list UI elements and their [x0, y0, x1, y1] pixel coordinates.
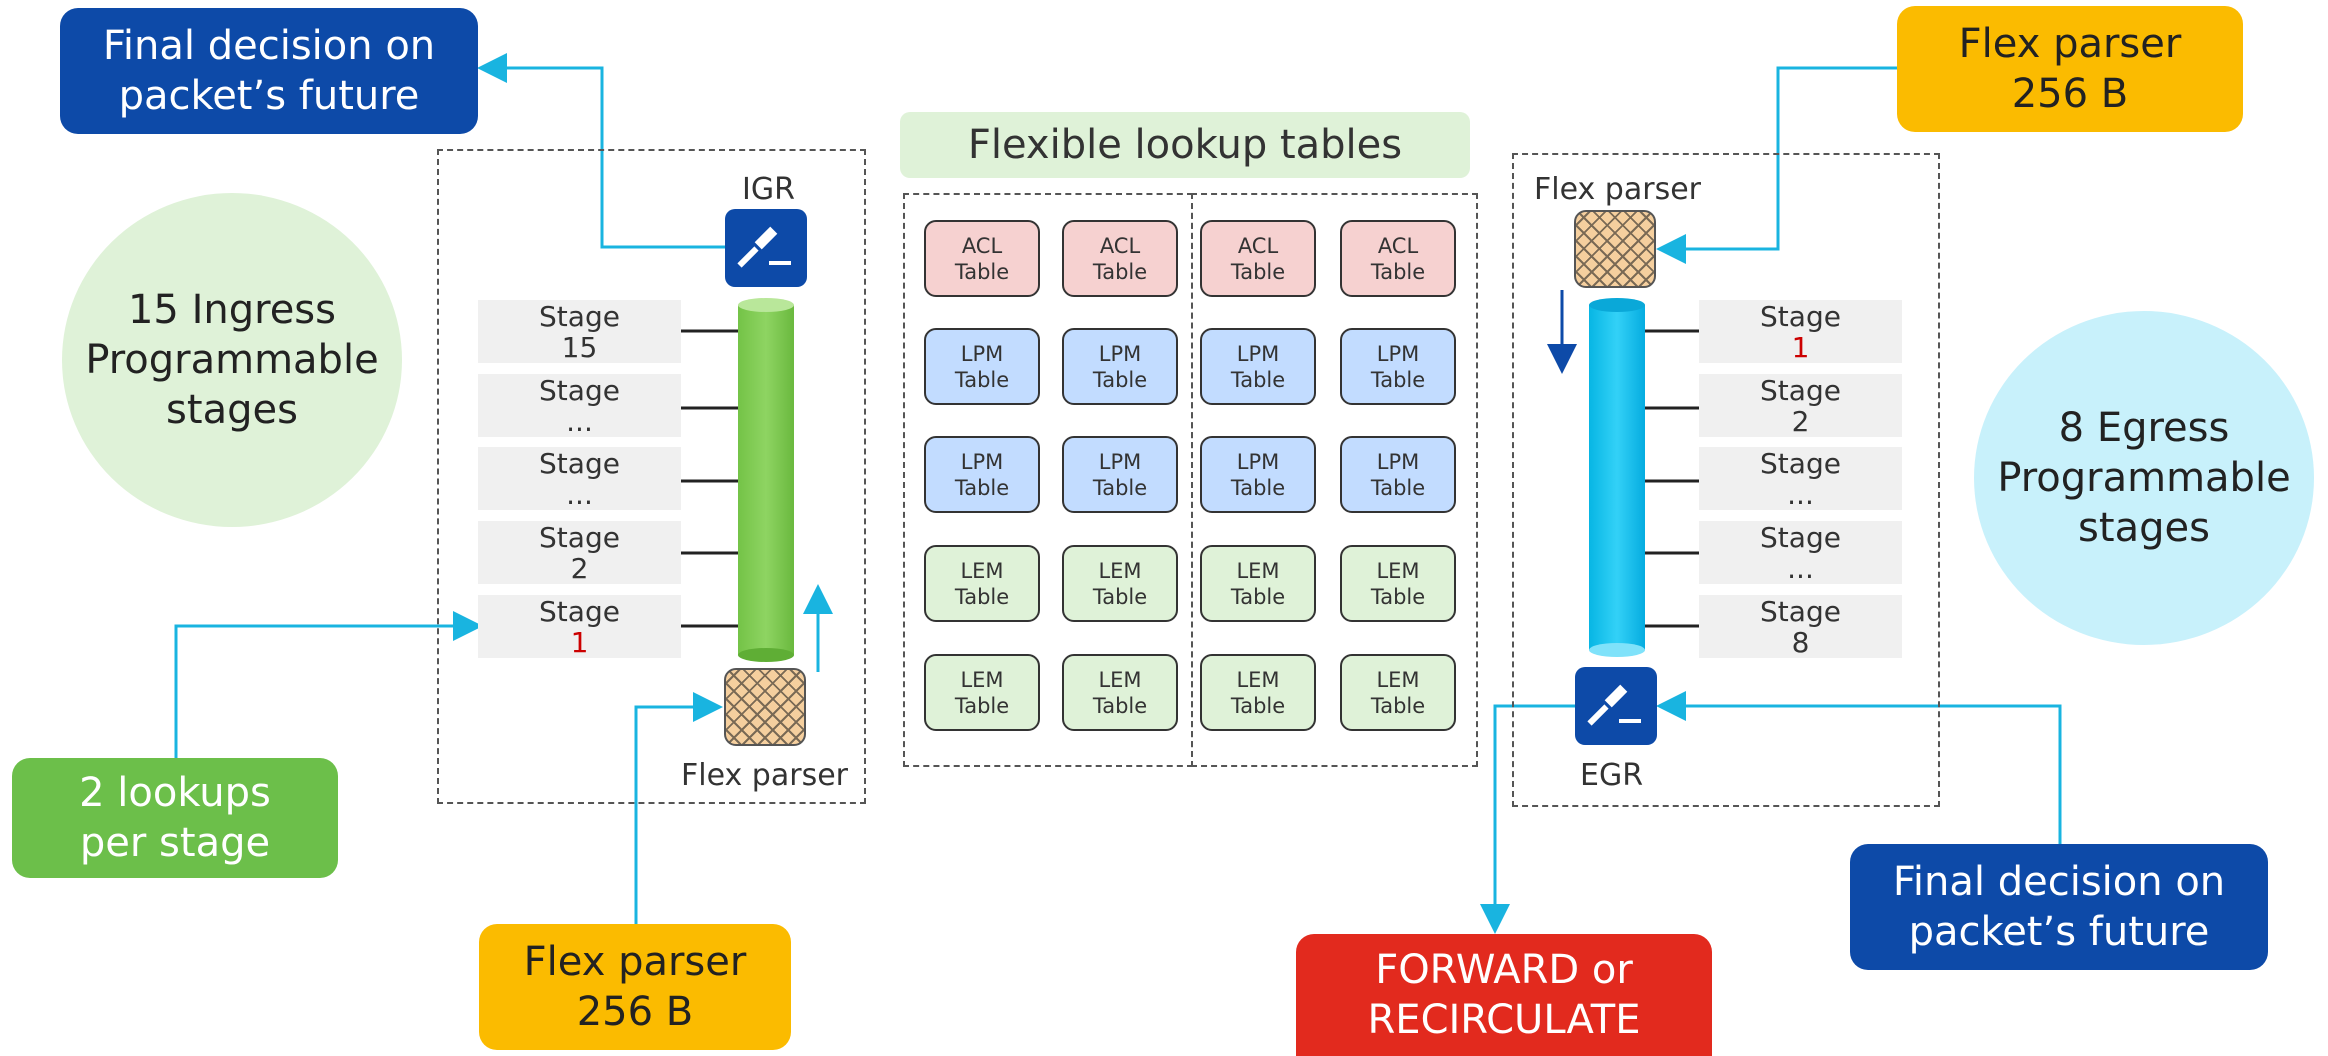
igr-gavel-icon	[725, 209, 807, 287]
lookup-tables-title: Flexible lookup tables	[900, 112, 1470, 178]
egress-stage-connectors	[1645, 329, 1699, 628]
egress-stage: Stage...	[1699, 447, 1902, 510]
wire-lookups	[174, 611, 483, 760]
egress-decision-callout: Final decision on packet’s future	[1850, 844, 2268, 970]
egr-label: EGR	[1580, 758, 1644, 793]
wire-forward	[1480, 704, 1575, 934]
egress-pipeline-box	[1512, 153, 1940, 807]
egress-stage-count: 8	[2058, 405, 2085, 451]
ingress-stage-connectors	[681, 329, 738, 628]
igr-label: IGR	[742, 172, 795, 207]
ingress-stage-count: 15	[127, 287, 179, 333]
ingress-parser-callout: Flex parser 256 B	[479, 924, 791, 1050]
ingress-pipeline-box	[437, 149, 866, 804]
egress-parser-callout: Flex parser 256 B	[1897, 6, 2243, 132]
egress-stage: Stage...	[1699, 521, 1902, 584]
ingress-pipe	[738, 298, 794, 662]
ingress-flex-parser-icon	[724, 668, 806, 746]
forward-callout: FORWARD or RECIRCULATE	[1296, 934, 1712, 1056]
wire-ingress-parser	[634, 692, 723, 926]
wire-igr-decision	[477, 53, 727, 249]
egr-gavel-icon	[1575, 667, 1657, 745]
wire-egr-decision	[1656, 691, 2062, 845]
wire-egress-parser	[1656, 66, 1897, 264]
egress-circle-line3: stages	[2078, 505, 2210, 551]
tables-right-box	[1191, 193, 1478, 767]
ingress-decision-callout: Final decision on packet’s future	[60, 8, 478, 134]
ingress-circle-line1: Ingress	[191, 287, 336, 333]
ingress-parser-label: Flex parser	[681, 758, 848, 793]
ingress-stage: Stage...	[478, 374, 681, 437]
lookups-callout: 2 lookups per stage	[12, 758, 338, 878]
ingress-circle-line3: stages	[166, 387, 298, 433]
egress-stages-circle: 8 Egress Programmable stages	[1974, 311, 2314, 645]
egress-circle-line2: Programmable	[1997, 455, 2291, 501]
ingress-stage: Stage...	[478, 447, 681, 510]
egress-circle-line1: Egress	[2096, 405, 2230, 451]
egress-pipe	[1589, 298, 1645, 657]
egress-parser-label: Flex parser	[1534, 172, 1701, 207]
egress-flex-parser-icon	[1574, 210, 1656, 288]
ingress-stages-circle: 15 Ingress Programmable stages	[62, 193, 402, 527]
ingress-circle-line2: Programmable	[85, 337, 379, 383]
